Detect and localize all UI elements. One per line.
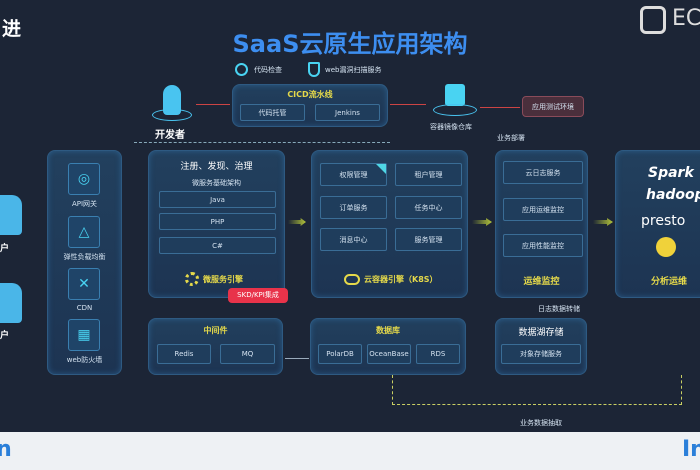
eco-logo-text: EC xyxy=(672,6,700,31)
k8s-engine-label: 云容器引擎（K8S） xyxy=(364,275,438,284)
k8s-cell[interactable]: 租户管理 xyxy=(395,163,462,186)
extract-label: 业务数据抽取 xyxy=(520,419,562,427)
user-icon xyxy=(0,195,22,235)
ops-app-monitor[interactable]: 应用运维监控 xyxy=(503,198,583,221)
redis[interactable]: Redis xyxy=(157,344,211,364)
developer-icon xyxy=(152,85,192,121)
load-balancer-label: 弹性负载均衡 xyxy=(63,253,106,261)
deploy-label: 业务部署 xyxy=(497,134,525,142)
api-gateway-label: API网关 xyxy=(71,200,98,208)
k8s-cell[interactable]: 订单服务 xyxy=(320,196,387,219)
microservice-engine-label: 微服务引擎 xyxy=(203,275,243,284)
engine-icon xyxy=(185,272,199,286)
oceanbase[interactable]: OceanBase xyxy=(367,344,411,364)
firewall-label: web防火墙 xyxy=(66,356,103,364)
sdk-badge: SKD/KPI集成 xyxy=(228,288,288,303)
database-title: 数据库 xyxy=(376,326,400,335)
object-storage[interactable]: 对象存储服务 xyxy=(501,344,581,364)
middleware-title: 中间件 xyxy=(203,326,228,335)
analytics-title: 分析运维 xyxy=(651,277,688,287)
user-label: 户 xyxy=(0,244,10,254)
hive-logo xyxy=(656,237,676,257)
ops-cloud-log[interactable]: 云日志服务 xyxy=(503,161,583,184)
k8s-cell[interactable]: 权限管理 xyxy=(320,163,387,186)
microservice-subheading: 微服务基础架构 xyxy=(192,179,241,187)
cdn-icon: ✕ xyxy=(68,268,100,300)
arrow-right xyxy=(288,218,306,226)
container-registry-icon xyxy=(433,84,477,116)
page-title: SaaS云原生应用架构 xyxy=(232,30,468,58)
rds[interactable]: RDS xyxy=(416,344,460,364)
k8s-cell[interactable]: 任务中心 xyxy=(395,196,462,219)
code-hosting[interactable]: 代码托管 xyxy=(240,104,305,121)
footer xyxy=(0,432,700,470)
footer-left-logo: In xyxy=(0,437,12,462)
log-transfer-label: 日志数据转储 xyxy=(538,305,580,313)
datalake-title: 数据湖存储 xyxy=(518,328,564,338)
polardb[interactable]: PolarDB xyxy=(318,344,362,364)
header-left-text: 进 xyxy=(2,18,22,40)
microservice-heading: 注册、发现、治理 xyxy=(180,162,253,172)
scan-label: web漏洞扫描服务 xyxy=(325,66,382,74)
user-icon xyxy=(0,283,22,323)
eco-logo-icon xyxy=(640,6,666,34)
extract-line xyxy=(392,375,682,405)
shield-check-icon xyxy=(308,62,320,77)
test-environment[interactable]: 应用测试环境 xyxy=(522,96,584,117)
spark-logo: Spark xyxy=(648,165,694,181)
footer-right-logo: In xyxy=(682,437,700,462)
magnifier-check-icon xyxy=(235,63,248,76)
k8s-cell[interactable]: 消息中心 xyxy=(320,228,387,251)
cdn-label: CDN xyxy=(76,304,93,312)
datalake-box: 数据湖存储 对象存储服务 xyxy=(495,318,587,375)
user-label: 户 xyxy=(0,331,10,341)
lang-php[interactable]: PHP xyxy=(159,213,276,230)
gateway-column: ◎ API网关 △ 弹性负载均衡 ✕ CDN ▦ web防火墙 xyxy=(47,150,122,375)
k8s-box: 权限管理 租户管理 订单服务 任务中心 消息中心 服务管理 云容器引擎（K8S） xyxy=(311,150,468,298)
check-label: 代码检查 xyxy=(254,66,282,74)
load-balancer-icon: △ xyxy=(68,216,100,248)
cloud-icon xyxy=(344,274,360,285)
middleware-box: 中间件 Redis MQ xyxy=(148,318,283,375)
arrow-right xyxy=(472,218,492,226)
jenkins[interactable]: Jenkins xyxy=(315,104,380,121)
ops-title: 运维监控 xyxy=(523,277,560,287)
firewall-icon: ▦ xyxy=(68,319,100,351)
ops-box: 云日志服务 应用运维监控 应用性能监控 运维监控 xyxy=(495,150,588,298)
lang-csharp[interactable]: C# xyxy=(159,237,276,254)
hadoop-logo: hadoop xyxy=(646,187,700,203)
arrow-right xyxy=(593,218,613,226)
developer-label: 开发者 xyxy=(155,130,185,141)
microservice-box: 注册、发现、治理 微服务基础架构 Java PHP C# 微服务引擎 xyxy=(148,150,285,298)
k8s-cell[interactable]: 服务管理 xyxy=(395,228,462,251)
api-gateway-icon: ◎ xyxy=(68,163,100,195)
analytics-box: Spark hadoop presto 分析运维 xyxy=(615,150,700,298)
mq[interactable]: MQ xyxy=(220,344,275,364)
database-box: 数据库 PolarDB OceanBase RDS xyxy=(310,318,466,375)
cicd-pipeline: CICD流水线 代码托管 Jenkins xyxy=(232,84,388,127)
lang-java[interactable]: Java xyxy=(159,191,276,208)
ops-perf-monitor[interactable]: 应用性能监控 xyxy=(503,234,583,257)
cicd-title: CICD流水线 xyxy=(287,90,333,99)
presto-logo: presto xyxy=(641,213,686,229)
registry-label: 容器镜像仓库 xyxy=(430,123,472,131)
